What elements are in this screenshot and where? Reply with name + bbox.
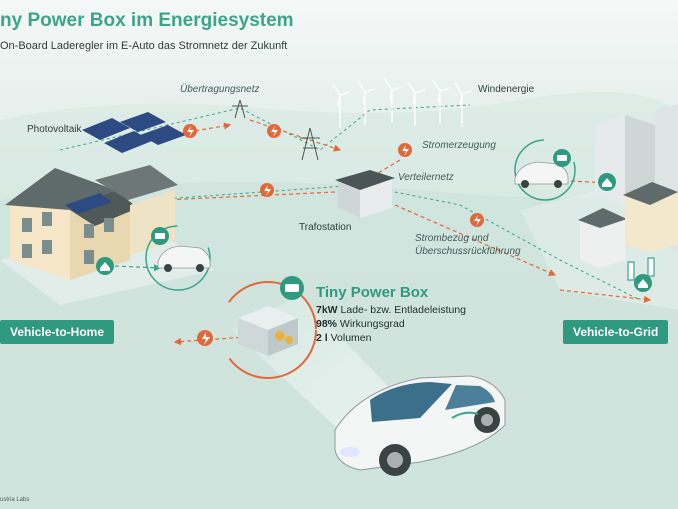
main-electric-car: [334, 375, 506, 476]
flow-arrow: [249, 119, 342, 152]
flow-arrow: [163, 191, 336, 204]
flow-arrow: [114, 264, 162, 272]
label-ueberschussrueckfuehrung: Überschussrückführung: [415, 246, 521, 257]
spec-volume-text: Volumen: [327, 332, 372, 344]
label-verteilernetz: Verteilernetz: [398, 172, 454, 183]
label-windenergie: Windenergie: [478, 84, 535, 95]
car-charge-icon: [280, 276, 304, 300]
spec-power-text: Lade- bzw. Entladeleistung: [337, 304, 467, 316]
lightning-icon: [260, 183, 274, 197]
tiny-power-box-device: [238, 306, 298, 356]
spec-power: 7kW Lade- bzw. Entladeleistung: [316, 304, 466, 316]
spec-efficiency-value: 98%: [316, 318, 338, 330]
transformer-station: [335, 170, 395, 218]
spec-efficiency: 98% Wirkungsgrad: [316, 318, 405, 330]
label-photovoltaik: Photovoltaik: [27, 124, 82, 135]
credit-text: ustria Labs: [0, 497, 30, 503]
label-strombezug: Strombezug und: [415, 233, 489, 244]
wind-turbines: [332, 78, 473, 128]
label-trafostation: Trafostation: [299, 222, 352, 233]
flow-arrow: [394, 204, 557, 276]
page-subtitle: On-Board Laderegler im E-Auto das Stromn…: [0, 40, 288, 52]
box-flow-ring: [219, 281, 317, 379]
flow-arrow: [559, 289, 652, 303]
house-charge-icon: [634, 274, 652, 292]
transmission-line: [59, 104, 471, 151]
label-stromerzeugung: Stromerzeugung: [422, 140, 496, 151]
solar-panel-field: [82, 112, 186, 153]
vehicle-to-home-badge: Vehicle-to-Home: [0, 320, 115, 344]
tiny-power-box-title: Tiny Power Box: [316, 284, 429, 301]
home-car: [157, 245, 211, 272]
distribution-line: [149, 184, 641, 301]
lightning-icon: [267, 124, 281, 138]
charging-stations: [627, 257, 655, 281]
house-charge-icon: [96, 257, 114, 275]
grid-flow-ring: [514, 139, 576, 201]
spec-efficiency-text: Wirkungsgrad: [337, 318, 405, 330]
lightning-icon: [197, 330, 213, 346]
home-flow-ring: [145, 225, 211, 291]
lightning-icon: [470, 213, 484, 227]
lightning-icon: [398, 143, 412, 157]
lightning-icon: [183, 124, 197, 138]
car-charge-icon: [553, 149, 571, 167]
spec-volume: 2 l Volumen: [316, 332, 371, 344]
vehicle-to-grid-badge: Vehicle-to-Grid: [563, 320, 669, 344]
spec-power-value: 7kW: [316, 304, 338, 316]
car-charge-icon: [151, 227, 169, 245]
power-pylons: [232, 99, 320, 161]
label-uebertragungsnetz: Übertragungsnetz: [180, 84, 260, 95]
house-charge-icon: [598, 173, 616, 191]
page-title: ny Power Box im Energiesystem: [0, 10, 294, 31]
spec-volume-value: 2 l: [316, 332, 328, 344]
